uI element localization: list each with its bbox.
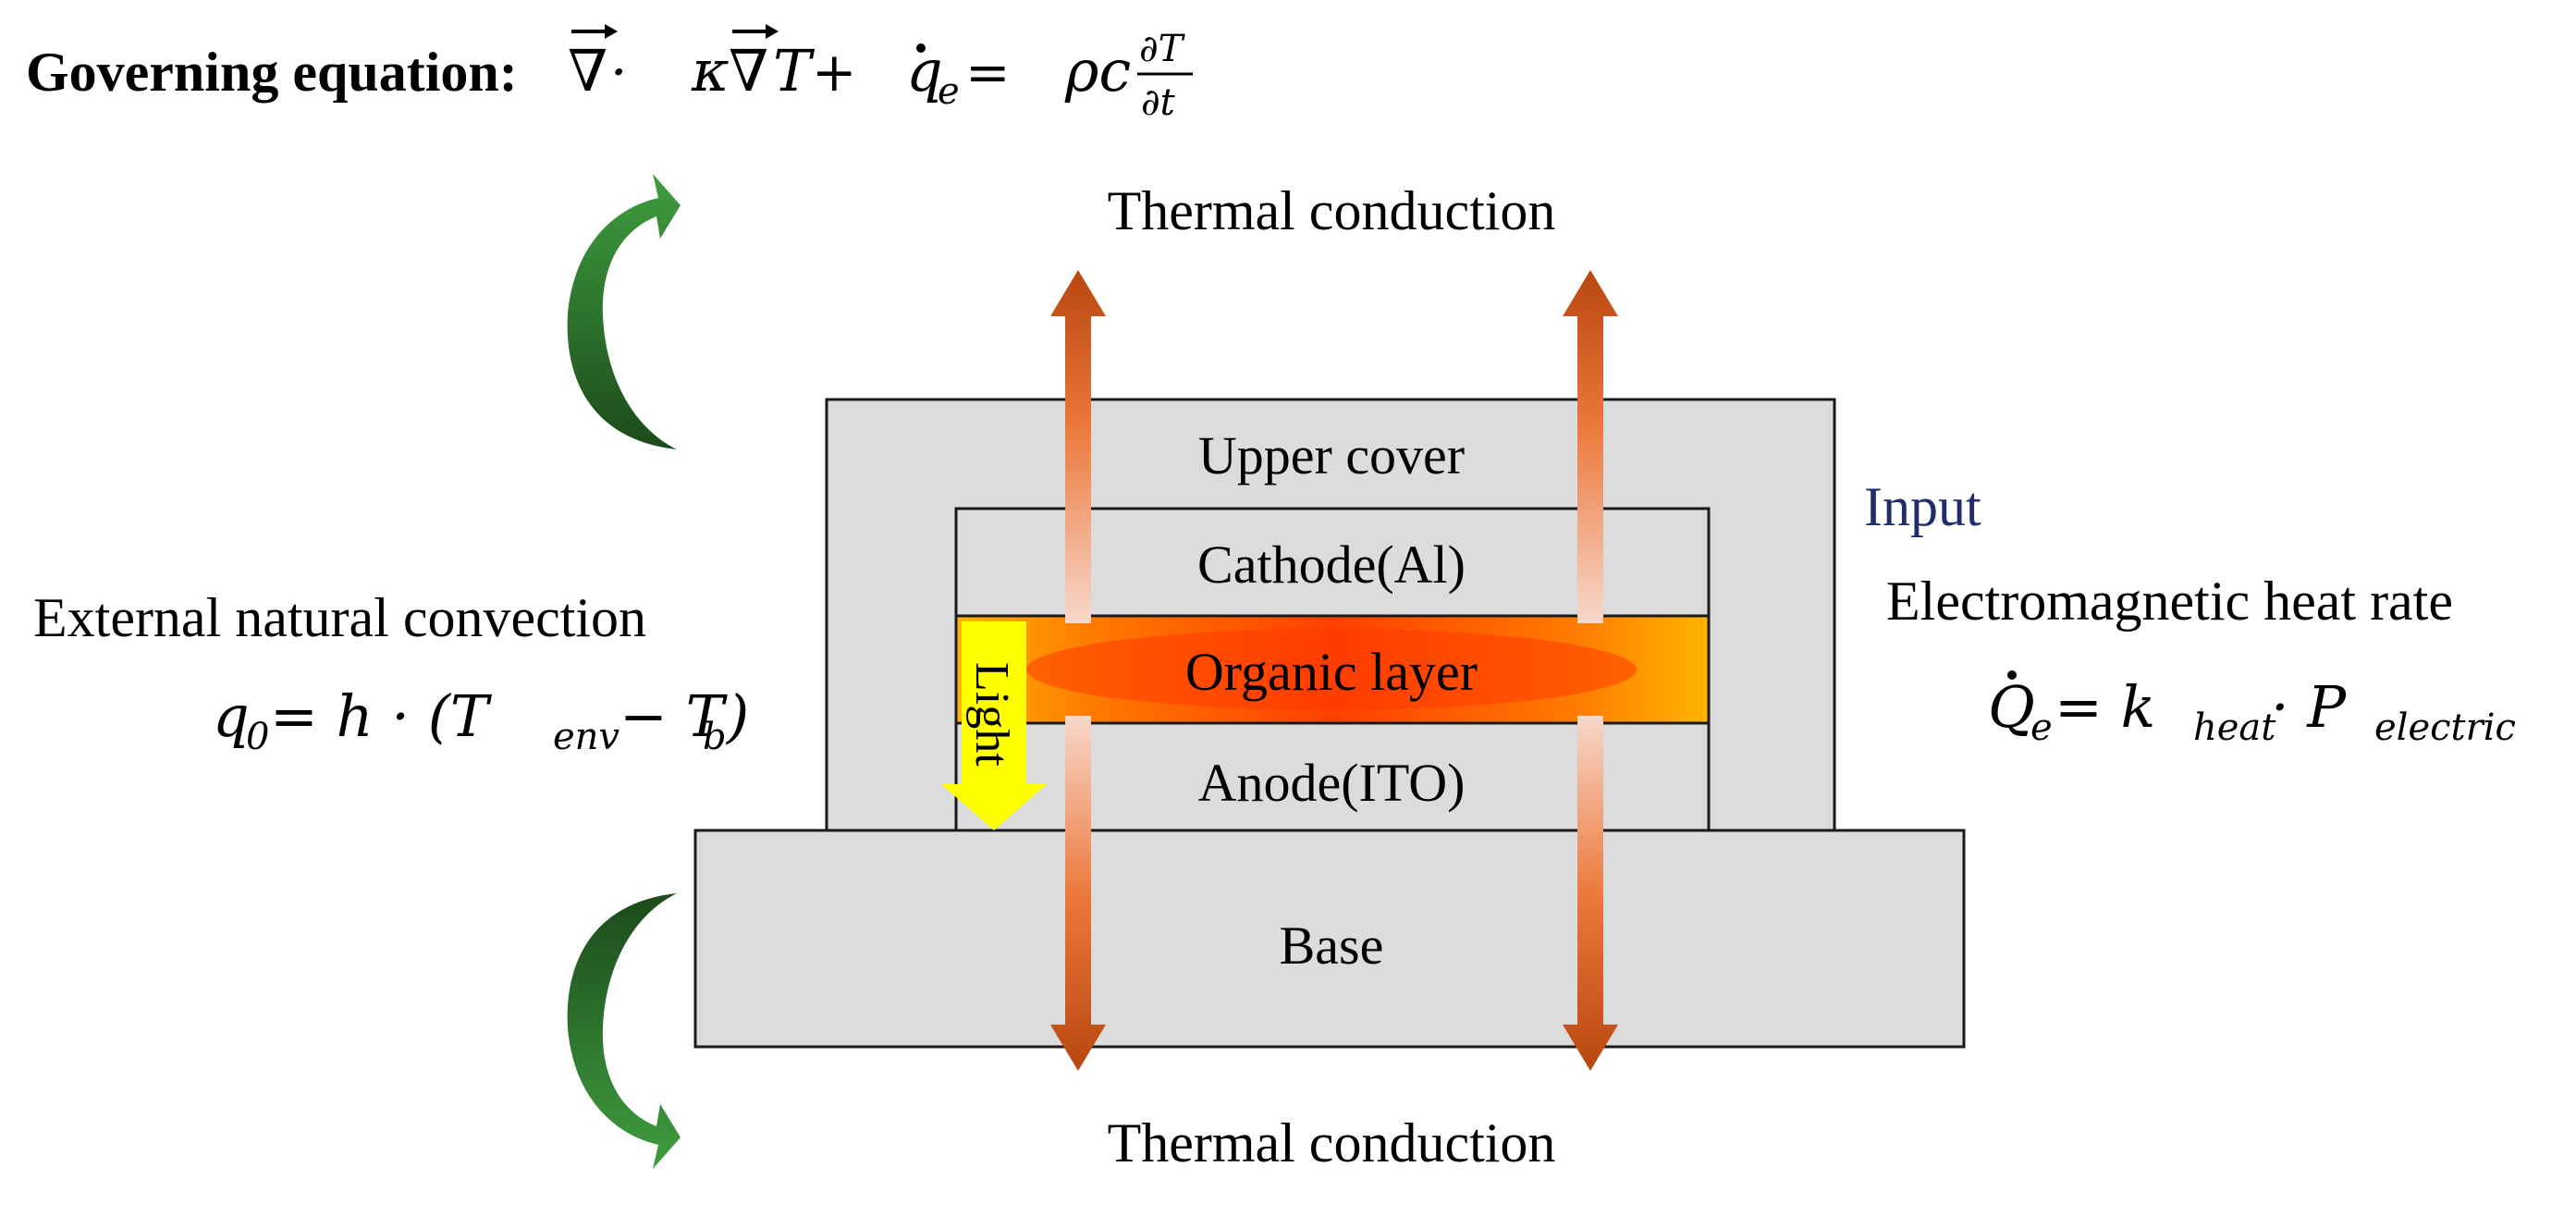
dot-operator: · [610,41,627,104]
temperature-symbol: T [773,37,816,104]
governing-label: Governing equation: [26,42,518,103]
device-stack: Upper cover Cathode(Al) Anode(ITO) Organ… [693,398,1966,1049]
heat-rate-Q-subscript: e [2030,706,2053,749]
fraction-denominator: ∂t [1141,81,1176,124]
convection-arrow-bottom [567,893,681,1169]
governing-formula: ∇ · κ ∇ T + q e = ρc ∂T ∂t [568,24,1193,124]
convection-middle: = h · (T [270,682,493,750]
heat-rate-equation: Q e = k heat · P electric [1988,670,2516,749]
organic-label: Organic layer [1185,642,1478,702]
convection-minus: − T [619,682,729,750]
thermal-conduction-bottom-label: Thermal conduction [1108,1112,1556,1173]
light-arrow-shape [941,621,1047,830]
convection-q: q [213,682,250,750]
nabla-symbol-2: ∇ [729,37,768,104]
cathode-label: Cathode(Al) [1197,534,1466,595]
conduction-arrow-right [1563,270,1618,1071]
equals-operator: = [965,41,1011,104]
convection-env-subscript: env [553,716,619,758]
conduction-arrow-left [1050,270,1106,1071]
heat-rate-dot-P: · P [2271,673,2347,741]
upper-cover-label: Upper cover [1198,425,1465,485]
heat-rate-Q: Q [1988,673,2035,741]
convection-q-subscript: 0 [246,716,269,758]
fraction-numerator: ∂T [1139,28,1186,70]
convection-close: ) [725,682,749,750]
conduction-arrow-right-up [1563,270,1618,623]
rho-c-symbol: ρc [1064,37,1131,104]
conduction-arrow-right-down [1563,716,1618,1071]
light-label: Light [965,662,1018,767]
external-convection-label: External natural convection [33,587,646,648]
nabla-symbol: ∇ [568,37,607,104]
convection-arrow-top [567,174,681,449]
heat-rate-heat-subscript: heat [2193,706,2276,749]
conduction-arrow-left-up [1050,270,1106,623]
light-arrow: Light [941,621,1047,830]
organic-hot-core [1026,629,1637,710]
convection-b-subscript: b [703,716,727,758]
input-label: Input [1864,476,1981,537]
anode-label: Anode(ITO) [1198,753,1466,813]
base-layer [693,829,1966,1049]
convection-arrow-top-shape [567,174,681,449]
governing-equation: Governing equation: ∇ · κ ∇ T + q e = ρc… [26,24,1193,124]
thermal-conduction-top-label: Thermal conduction [1108,180,1556,241]
electromagnetic-heat-rate-label: Electromagnetic heat rate [1886,571,2453,632]
heat-rate-middle: = k [2055,673,2155,741]
kappa-symbol: κ [691,37,730,104]
heat-generation-subscript: e [938,70,960,113]
convection-arrow-bottom-shape [567,893,681,1169]
conduction-arrow-left-down [1050,716,1106,1071]
plus-operator: + [812,41,857,104]
heat-generation-symbol: q [906,37,943,104]
heat-rate-electric-subscript: electric [2374,706,2516,749]
convection-equation: q 0 = h · (T env − T b ) [213,682,749,758]
base-label: Base [1280,915,1384,976]
